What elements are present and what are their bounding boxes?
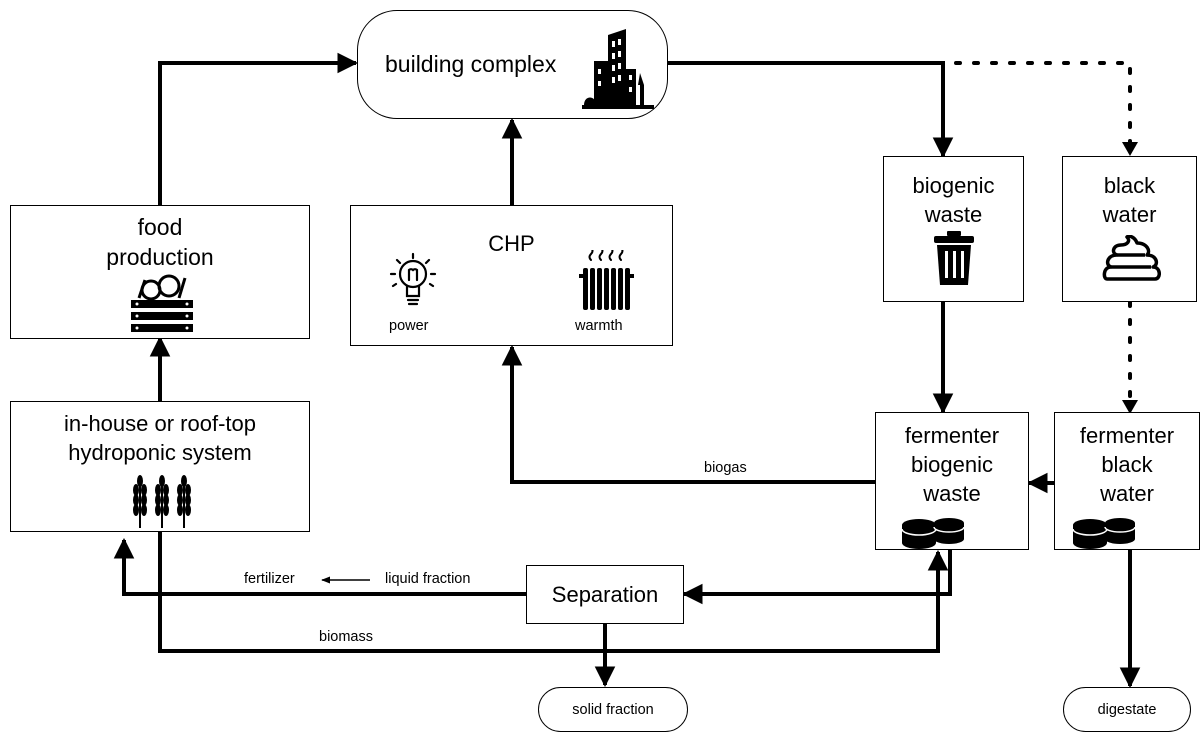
arrowhead-to-black-water xyxy=(1122,142,1138,156)
edge-label-biomass: biomass xyxy=(319,629,373,645)
node-hydroponic-system: in-house or roof-top hydroponic system xyxy=(10,401,310,532)
building-complex-label: building complex xyxy=(385,51,557,77)
city-buildings-icon xyxy=(582,29,654,109)
node-building-complex: building complex xyxy=(357,10,668,119)
trash-bin-icon xyxy=(934,231,974,285)
node-black-water: black water xyxy=(1062,156,1197,302)
fermenter-bio-line2: biogenic xyxy=(911,452,993,477)
food-production-line2: production xyxy=(106,244,214,270)
node-chp: CHP power warmth xyxy=(350,205,673,346)
poop-icon xyxy=(1102,235,1161,281)
digestate-label: digestate xyxy=(1097,702,1157,718)
node-separation: Separation xyxy=(526,565,684,624)
black-water-line2: water xyxy=(1102,202,1157,227)
fermenter-bio-line1: fermenter xyxy=(904,423,1000,448)
vegetable-crate-icon xyxy=(131,274,193,332)
fermenter-black-line2: black xyxy=(1101,452,1153,477)
fermenter-black-line3: water xyxy=(1100,481,1154,506)
arrow-biomass-to-fermenter xyxy=(158,532,949,653)
fermenter-black-line1: fermenter xyxy=(1079,423,1175,448)
edge-label-liquid-fraction: liquid fraction xyxy=(385,571,471,587)
dotted-building-to-blackwater xyxy=(666,61,1132,150)
biogenic-waste-line1: biogenic xyxy=(912,173,995,198)
arrow-separation-to-hydroponic xyxy=(113,537,526,596)
node-food-production: food production xyxy=(10,205,310,339)
arrow-fermenter-to-separation xyxy=(681,550,952,605)
node-fermenter-black-water: fermenter black water xyxy=(1054,412,1200,550)
node-digestate: digestate xyxy=(1063,687,1191,732)
node-fermenter-biogenic-waste: fermenter biogenic waste xyxy=(875,412,1029,550)
light-bulb-icon xyxy=(389,252,437,306)
arrowhead-to-black-fermenter xyxy=(1122,400,1138,414)
power-label: power xyxy=(389,318,429,334)
chp-label: CHP xyxy=(488,231,535,256)
wheat-icon xyxy=(133,475,191,528)
radiator-icon xyxy=(579,250,634,310)
food-production-line1: food xyxy=(137,214,183,240)
separation-label: Separation xyxy=(551,582,659,607)
biogenic-waste-line2: waste xyxy=(924,202,983,227)
storage-tanks-icon xyxy=(902,518,965,549)
solid-fraction-label: solid fraction xyxy=(572,702,654,718)
fermenter-bio-line3: waste xyxy=(923,481,981,506)
node-solid-fraction: solid fraction xyxy=(538,687,688,732)
edge-label-fertilizer: fertilizer xyxy=(244,571,295,587)
storage-tanks-icon xyxy=(1073,518,1136,549)
node-biogenic-waste: biogenic waste xyxy=(883,156,1024,302)
arrow-food-to-building xyxy=(158,52,359,205)
black-water-line1: black xyxy=(1103,173,1156,198)
edge-label-biogas: biogas xyxy=(704,460,747,476)
hydroponic-line1: in-house or roof-top xyxy=(64,411,256,436)
warmth-label: warmth xyxy=(575,318,623,334)
hydroponic-line2: hydroponic system xyxy=(68,440,252,465)
arrow-building-to-biogenic xyxy=(668,61,954,159)
arrow-biogas-to-chp xyxy=(501,344,875,484)
